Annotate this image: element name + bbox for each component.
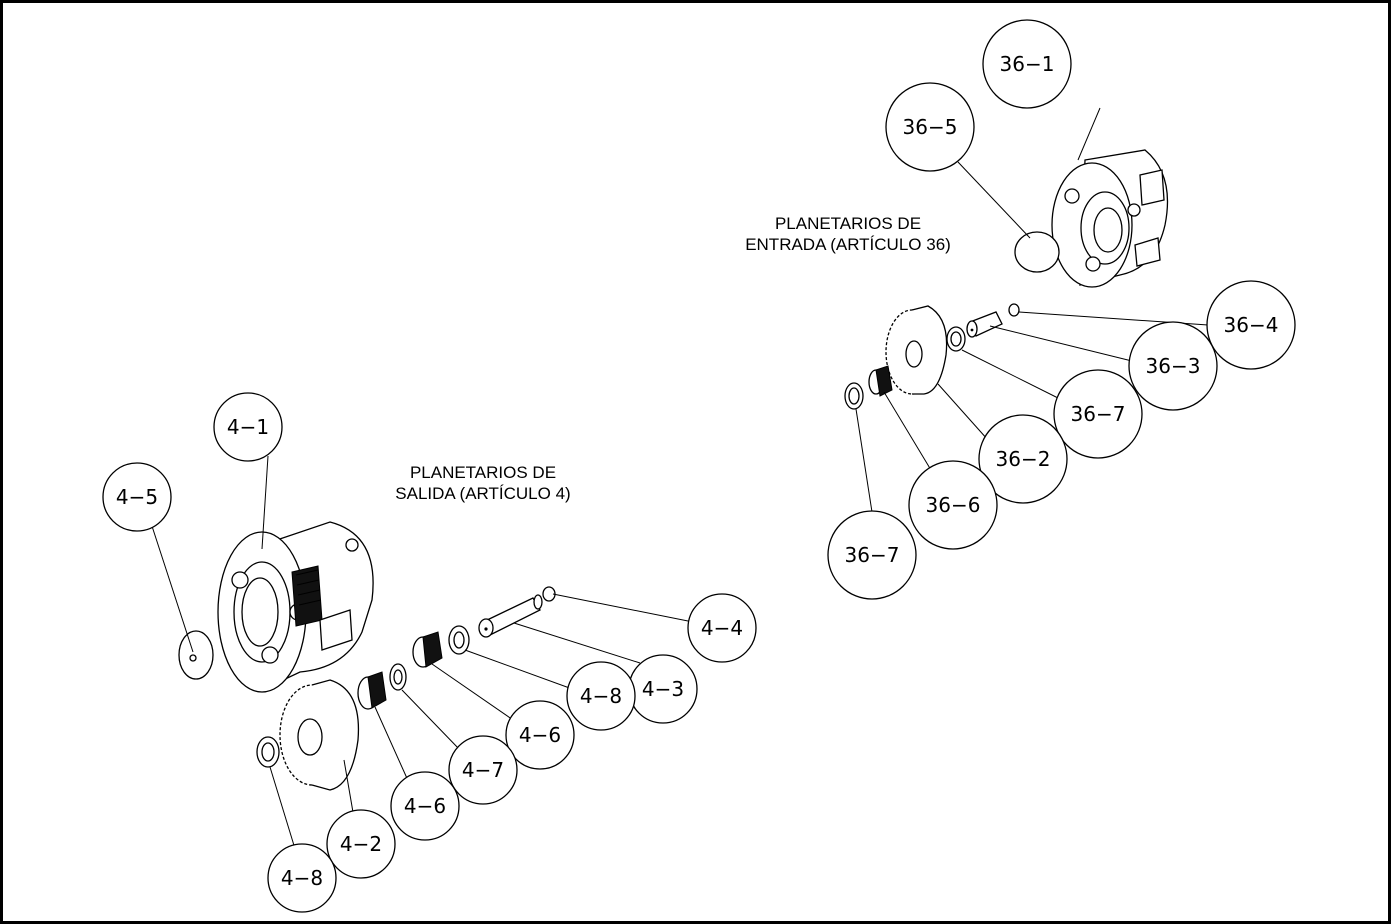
callout-label-4-7: 4−7 [462, 758, 504, 782]
spacer-4-7-bore [393, 669, 403, 685]
carrier-36-1 [1051, 149, 1169, 288]
callout-label-36-6: 36−6 [926, 493, 981, 517]
pin-4-3 [478, 594, 543, 638]
carrier-4-1 [217, 521, 374, 693]
needle-bearing-36-6 [868, 365, 893, 397]
callout-36-7-upper: 36−7 [1053, 369, 1143, 459]
callout-label-4-5: 4−5 [116, 485, 158, 509]
gear-36-2 [885, 305, 948, 395]
needle-bearing-4-6-lower [357, 671, 387, 710]
callout-4-1: 4−1 [213, 392, 283, 462]
callout-label-36-7-upper: 36−7 [1071, 402, 1126, 426]
callout-label-4-8-upper: 4−8 [580, 684, 622, 708]
output-planetaries-title: PLANETARIOS DE SALIDA (ARTÍCULO 4) [388, 462, 578, 504]
input-title-line1: PLANETARIOS DE [774, 214, 922, 233]
callout-4-7: 4−7 [448, 735, 518, 805]
callout-label-4-2: 4−2 [340, 832, 382, 856]
callout-36-7-lower: 36−7 [827, 510, 917, 600]
snap-ring-36-4 [1008, 303, 1020, 317]
callout-label-36-7-lower: 36−7 [845, 543, 900, 567]
output-leader-lines [149, 455, 699, 853]
callout-label-36-1: 36−1 [1000, 52, 1055, 76]
thrust-disc-4-5 [178, 630, 214, 680]
callout-label-4-3: 4−3 [642, 677, 684, 701]
needle-bearing-4-6-upper [412, 631, 443, 668]
callout-4-8-lower: 4−8 [267, 843, 337, 913]
callout-balloons: 4−1 4−5 4−4 4−3 4−8 4−6 4−7 4−6 [102, 19, 1296, 913]
washer-4-8-lower-bore [261, 742, 275, 762]
gear-4-2 [279, 679, 360, 791]
callout-4-6-lower: 4−6 [390, 771, 460, 841]
callout-4-5: 4−5 [102, 462, 172, 532]
callout-label-4-6-upper: 4−6 [519, 723, 561, 747]
callout-36-2: 36−2 [978, 414, 1068, 504]
callout-label-4-1: 4−1 [227, 415, 269, 439]
output-title-line1: PLANETARIOS DE [409, 463, 557, 482]
output-title-line2: SALIDA (ARTÍCULO 4) [395, 484, 571, 503]
callout-4-2: 4−2 [326, 809, 396, 879]
thrust-disc-36-5 [1014, 231, 1060, 273]
callout-label-4-6-lower: 4−6 [404, 794, 446, 818]
callout-label-4-4: 4−4 [701, 616, 743, 640]
input-leader-lines [855, 107, 1209, 513]
washer-36-7-lower-bore [848, 387, 860, 405]
callout-4-6-upper: 4−6 [505, 700, 575, 770]
callout-label-36-3: 36−3 [1146, 354, 1201, 378]
callout-4-8-upper: 4−8 [566, 661, 636, 731]
callout-label-36-2: 36−2 [996, 447, 1051, 471]
callout-36-3: 36−3 [1128, 321, 1218, 411]
washer-36-7-upper-bore [950, 331, 962, 347]
callout-36-6: 36−6 [908, 460, 998, 550]
callout-4-3: 4−3 [628, 654, 698, 724]
callout-label-36-5: 36−5 [903, 115, 958, 139]
input-title-line2: ENTRADA (ARTÍCULO 36) [745, 235, 951, 254]
input-planetaries-title: PLANETARIOS DE ENTRADA (ARTÍCULO 36) [728, 213, 968, 255]
callout-4-4: 4−4 [687, 593, 757, 663]
pin-36-3 [966, 311, 1003, 338]
callout-36-5: 36−5 [885, 82, 975, 172]
callout-label-36-4: 36−4 [1224, 313, 1279, 337]
callout-36-4: 36−4 [1206, 280, 1296, 370]
callout-36-1: 36−1 [982, 19, 1072, 109]
callout-label-4-8-lower: 4−8 [281, 866, 323, 890]
washer-4-8-upper-bore [453, 631, 465, 649]
